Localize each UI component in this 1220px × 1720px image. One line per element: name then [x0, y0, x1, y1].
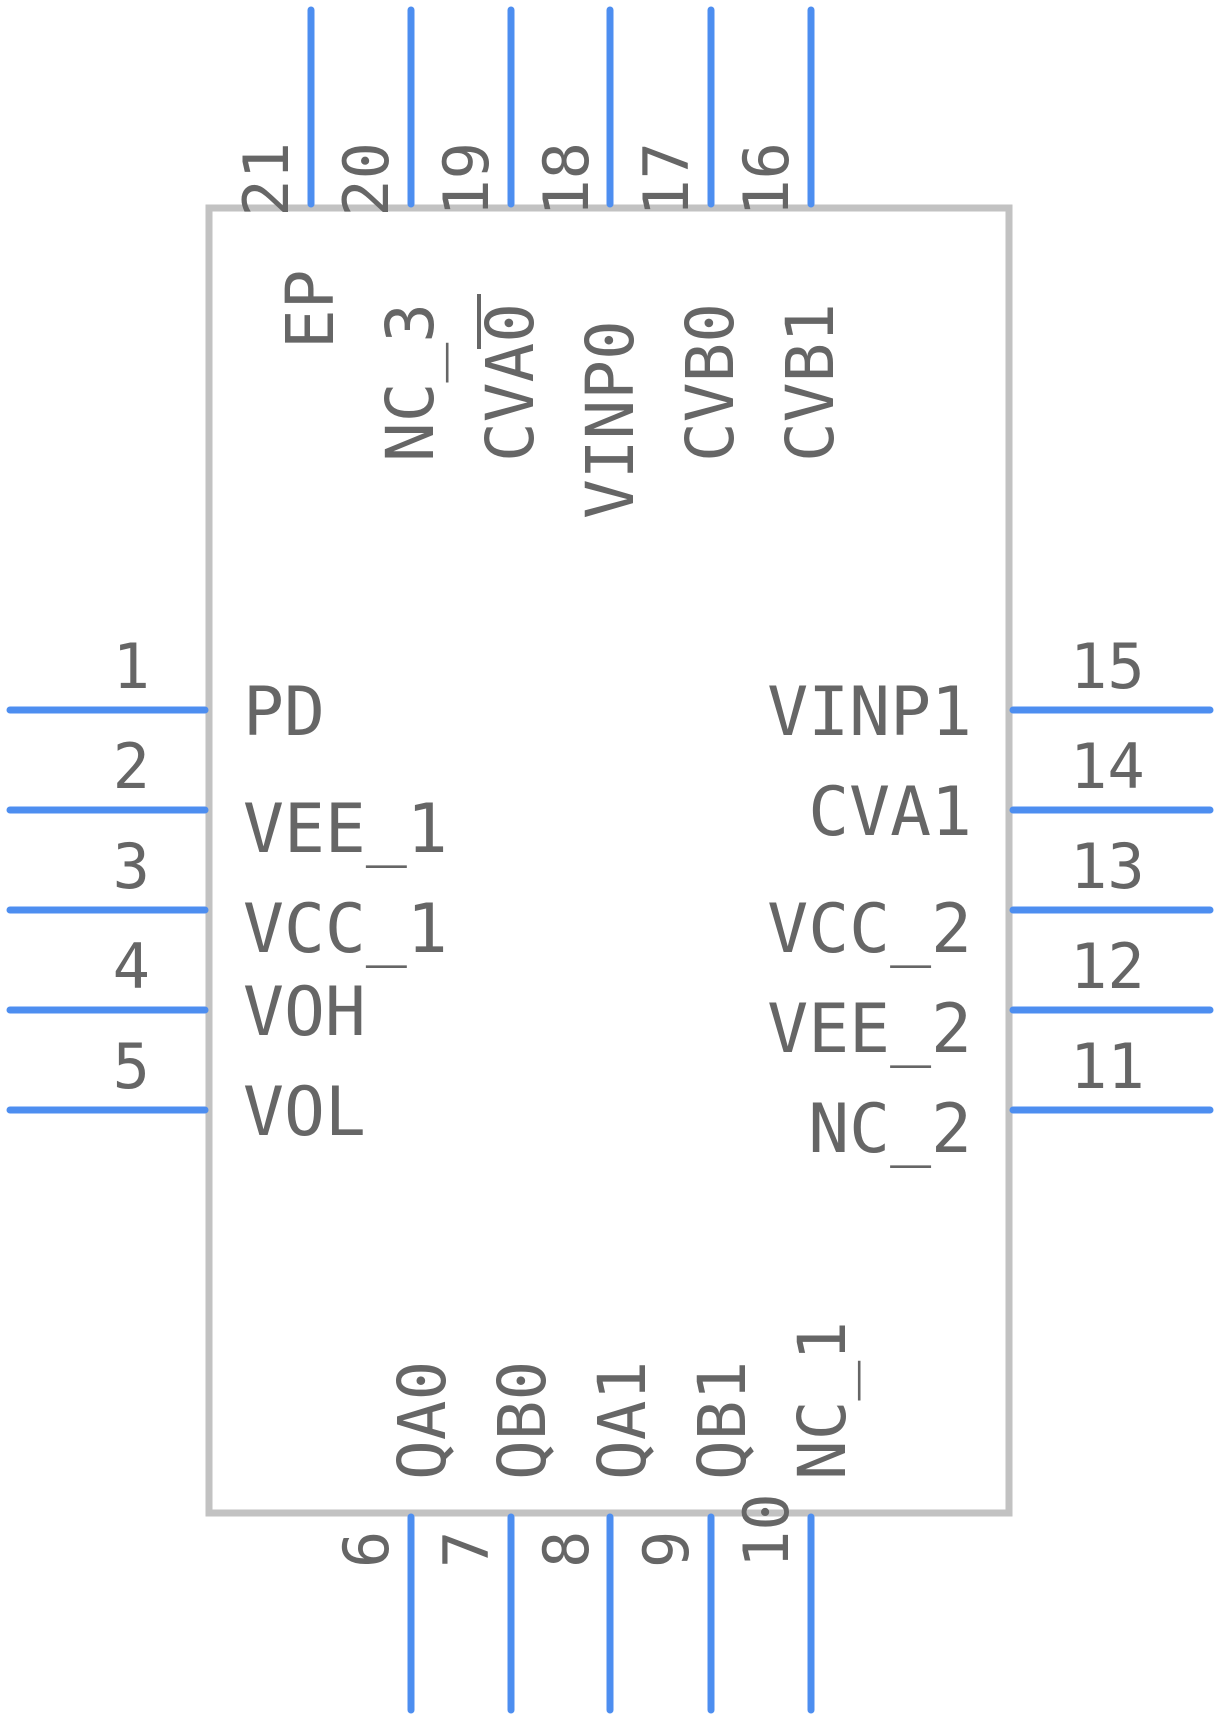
pin-12-number: 12: [1070, 930, 1145, 1003]
pin-19-name: CVA0: [472, 303, 549, 462]
pin-6-name: QA0: [384, 1361, 461, 1480]
pin-2-name: VEE_1: [243, 790, 448, 869]
pin-2-number: 2: [113, 730, 150, 803]
pin-15-number: 15: [1070, 630, 1145, 703]
pin-14-name: CVA1: [808, 773, 972, 852]
pin-9-name: QB1: [684, 1361, 761, 1480]
pin-10-number: 10: [730, 1493, 803, 1568]
pin-12-name: VEE_2: [767, 990, 972, 1069]
bottom-pin-group: 6 7 8 9 10 QA0 QB0 QA1 QB1 NC_1: [330, 1321, 861, 1714]
pin-11-number: 11: [1070, 1030, 1145, 1103]
pin-6-number: 6: [330, 1531, 403, 1568]
pin-15-name: VINP1: [767, 673, 972, 752]
pin-10-name: NC_1: [784, 1321, 861, 1480]
pin-5-name: VOL: [243, 1073, 366, 1152]
pin-16-number: 16: [730, 142, 803, 217]
pin-1-number: 1: [113, 630, 150, 703]
pin-9-number: 9: [630, 1531, 703, 1568]
pin-17-number: 17: [630, 142, 703, 217]
pin-18-number: 18: [530, 142, 603, 217]
pin-20-number: 20: [330, 142, 403, 217]
pin-3-name: VCC_1: [243, 890, 448, 969]
pin-16-name: CVB1: [772, 303, 849, 462]
pin-13-number: 13: [1070, 830, 1145, 903]
pin-21-number: 21: [230, 142, 303, 217]
pin-19-number: 19: [430, 142, 503, 217]
pin-21-name: EP: [272, 270, 349, 349]
pin-11-name: NC_2: [808, 1090, 972, 1169]
pin-5-number: 5: [113, 1030, 150, 1103]
left-pin-group: 1 2 3 4 5 PD VEE_1 VCC_1 VOH VOL: [6, 630, 448, 1152]
pin-14-number: 14: [1070, 730, 1145, 803]
pin-1-name: PD: [243, 673, 325, 752]
right-pin-group: 15 14 13 12 11 VINP1 CVA1 VCC_2 VEE_2 NC…: [767, 630, 1214, 1169]
pin-4-name: VOH: [243, 973, 366, 1052]
pin-7-number: 7: [430, 1531, 503, 1568]
pin-7-name: QB0: [484, 1361, 561, 1480]
pin-4-number: 4: [113, 930, 150, 1003]
top-pin-group: 21 20 19 18 17 16 EP NC_3 CVA0 VINP0 CVB…: [230, 6, 849, 519]
pin-20-name: NC_3: [372, 303, 449, 462]
pin-17-name: CVB0: [672, 303, 749, 462]
ic-body: [205, 204, 1013, 1517]
pin-8-name: QA1: [584, 1361, 661, 1480]
pin-3-number: 3: [113, 830, 150, 903]
pin-13-name: VCC_2: [767, 890, 972, 969]
pin-18-name: VINP0: [572, 320, 649, 519]
pin-8-number: 8: [530, 1531, 603, 1568]
